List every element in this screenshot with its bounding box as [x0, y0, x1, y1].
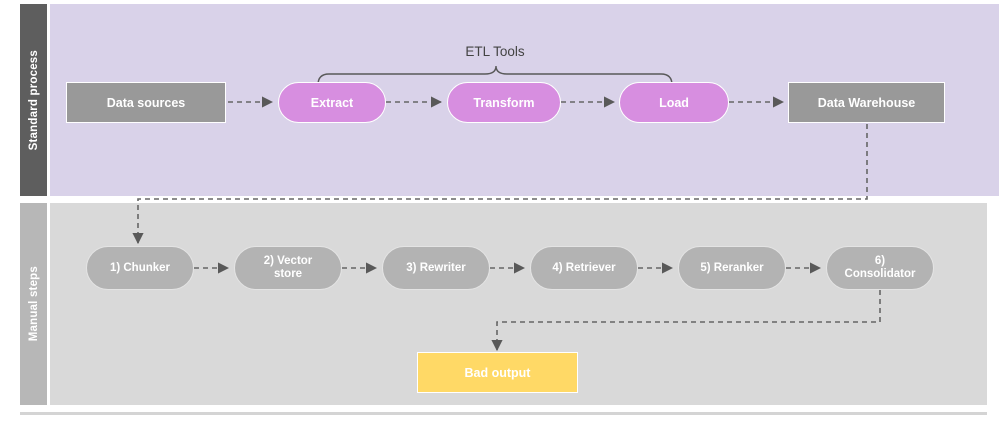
node-data-sources-label: Data sources [106, 95, 186, 110]
bottom-divider [20, 412, 987, 415]
node-consolidator-label-line1: 6) [874, 255, 886, 268]
node-extract-label: Extract [310, 95, 354, 110]
node-rewriter-label: 3) Rewriter [406, 261, 466, 274]
node-data-warehouse-label: Data Warehouse [817, 95, 916, 110]
node-extract[interactable]: Extract [278, 82, 386, 123]
node-reranker[interactable]: 5) Reranker [678, 246, 786, 290]
lane-label-standard-process: Standard process [20, 4, 47, 196]
node-transform-label: Transform [473, 95, 535, 110]
node-bad-output-label: Bad output [464, 365, 531, 380]
node-consolidator-label-line2: Consolidator [844, 268, 916, 280]
node-retriever[interactable]: 4) Retriever [530, 246, 638, 290]
lane-label-manual-steps-text: Manual steps [27, 266, 40, 342]
lane-label-standard-process-text: Standard process [27, 49, 40, 151]
node-data-sources[interactable]: Data sources [66, 82, 226, 123]
node-reranker-label: 5) Reranker [700, 261, 764, 274]
node-load[interactable]: Load [619, 82, 729, 123]
etl-tools-label: ETL Tools [465, 44, 525, 59]
node-vector-store[interactable]: 2) Vector store [234, 246, 342, 290]
node-load-label: Load [659, 95, 689, 110]
node-vector-store-label-line2: store [273, 268, 303, 280]
node-retriever-label: 4) Retriever [552, 261, 616, 274]
node-transform[interactable]: Transform [447, 82, 561, 123]
node-bad-output[interactable]: Bad output [417, 352, 578, 393]
lane-label-manual-steps: Manual steps [20, 203, 47, 405]
node-vector-store-label-line1: 2) Vector [263, 255, 313, 268]
node-rewriter[interactable]: 3) Rewriter [382, 246, 490, 290]
node-data-warehouse[interactable]: Data Warehouse [788, 82, 945, 123]
node-chunker-label: 1) Chunker [109, 261, 171, 274]
node-consolidator[interactable]: 6) Consolidator [826, 246, 934, 290]
node-chunker[interactable]: 1) Chunker [86, 246, 194, 290]
